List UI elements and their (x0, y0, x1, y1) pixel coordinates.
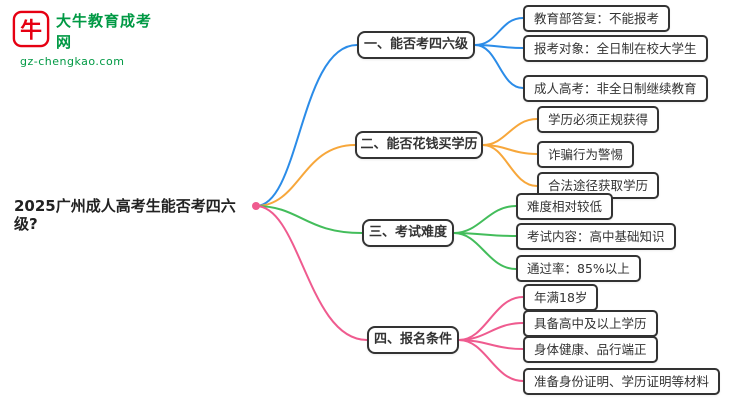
leaf-node: 考试内容：高中基础知识 (516, 223, 676, 250)
leaf-node: 教育部答复：不能报考 (523, 5, 671, 32)
site-logo: 牛 大牛教育成考网 gz-chengkao.com (12, 10, 162, 68)
root-node: 2025广州成人高考生能否考四六级? (14, 197, 236, 233)
svg-text:牛: 牛 (20, 18, 42, 44)
root-junction-dot (252, 202, 260, 210)
leaf-node: 成人高考：非全日制继续教育 (523, 75, 708, 102)
leaf-node: 合法途径获取学历 (537, 172, 660, 199)
bull-icon: 牛 (12, 10, 50, 52)
leaf-node: 准备身份证明、学历证明等材料 (523, 368, 721, 395)
leaf-node: 身体健康、品行端正 (523, 336, 658, 363)
leaf-node: 具备高中及以上学历 (523, 310, 658, 337)
leaf-node: 报考对象：全日制在校大学生 (523, 35, 708, 62)
leaf-node: 难度相对较低 (516, 193, 614, 220)
branch-node-4: 四、报名条件 (367, 326, 459, 354)
leaf-node: 年满18岁 (523, 284, 599, 311)
brand-domain: gz-chengkao.com (20, 55, 125, 68)
branch-node-3: 三、考试难度 (362, 219, 454, 247)
leaf-node: 通过率：85%以上 (516, 255, 641, 282)
leaf-node: 诈骗行为警惕 (537, 141, 635, 168)
leaf-node: 学历必须正规获得 (537, 106, 660, 133)
brand-name: 大牛教育成考网 (56, 12, 153, 51)
branch-node-2: 二、能否花钱买学历 (355, 131, 483, 159)
branch-node-1: 一、能否考四六级 (357, 31, 475, 59)
